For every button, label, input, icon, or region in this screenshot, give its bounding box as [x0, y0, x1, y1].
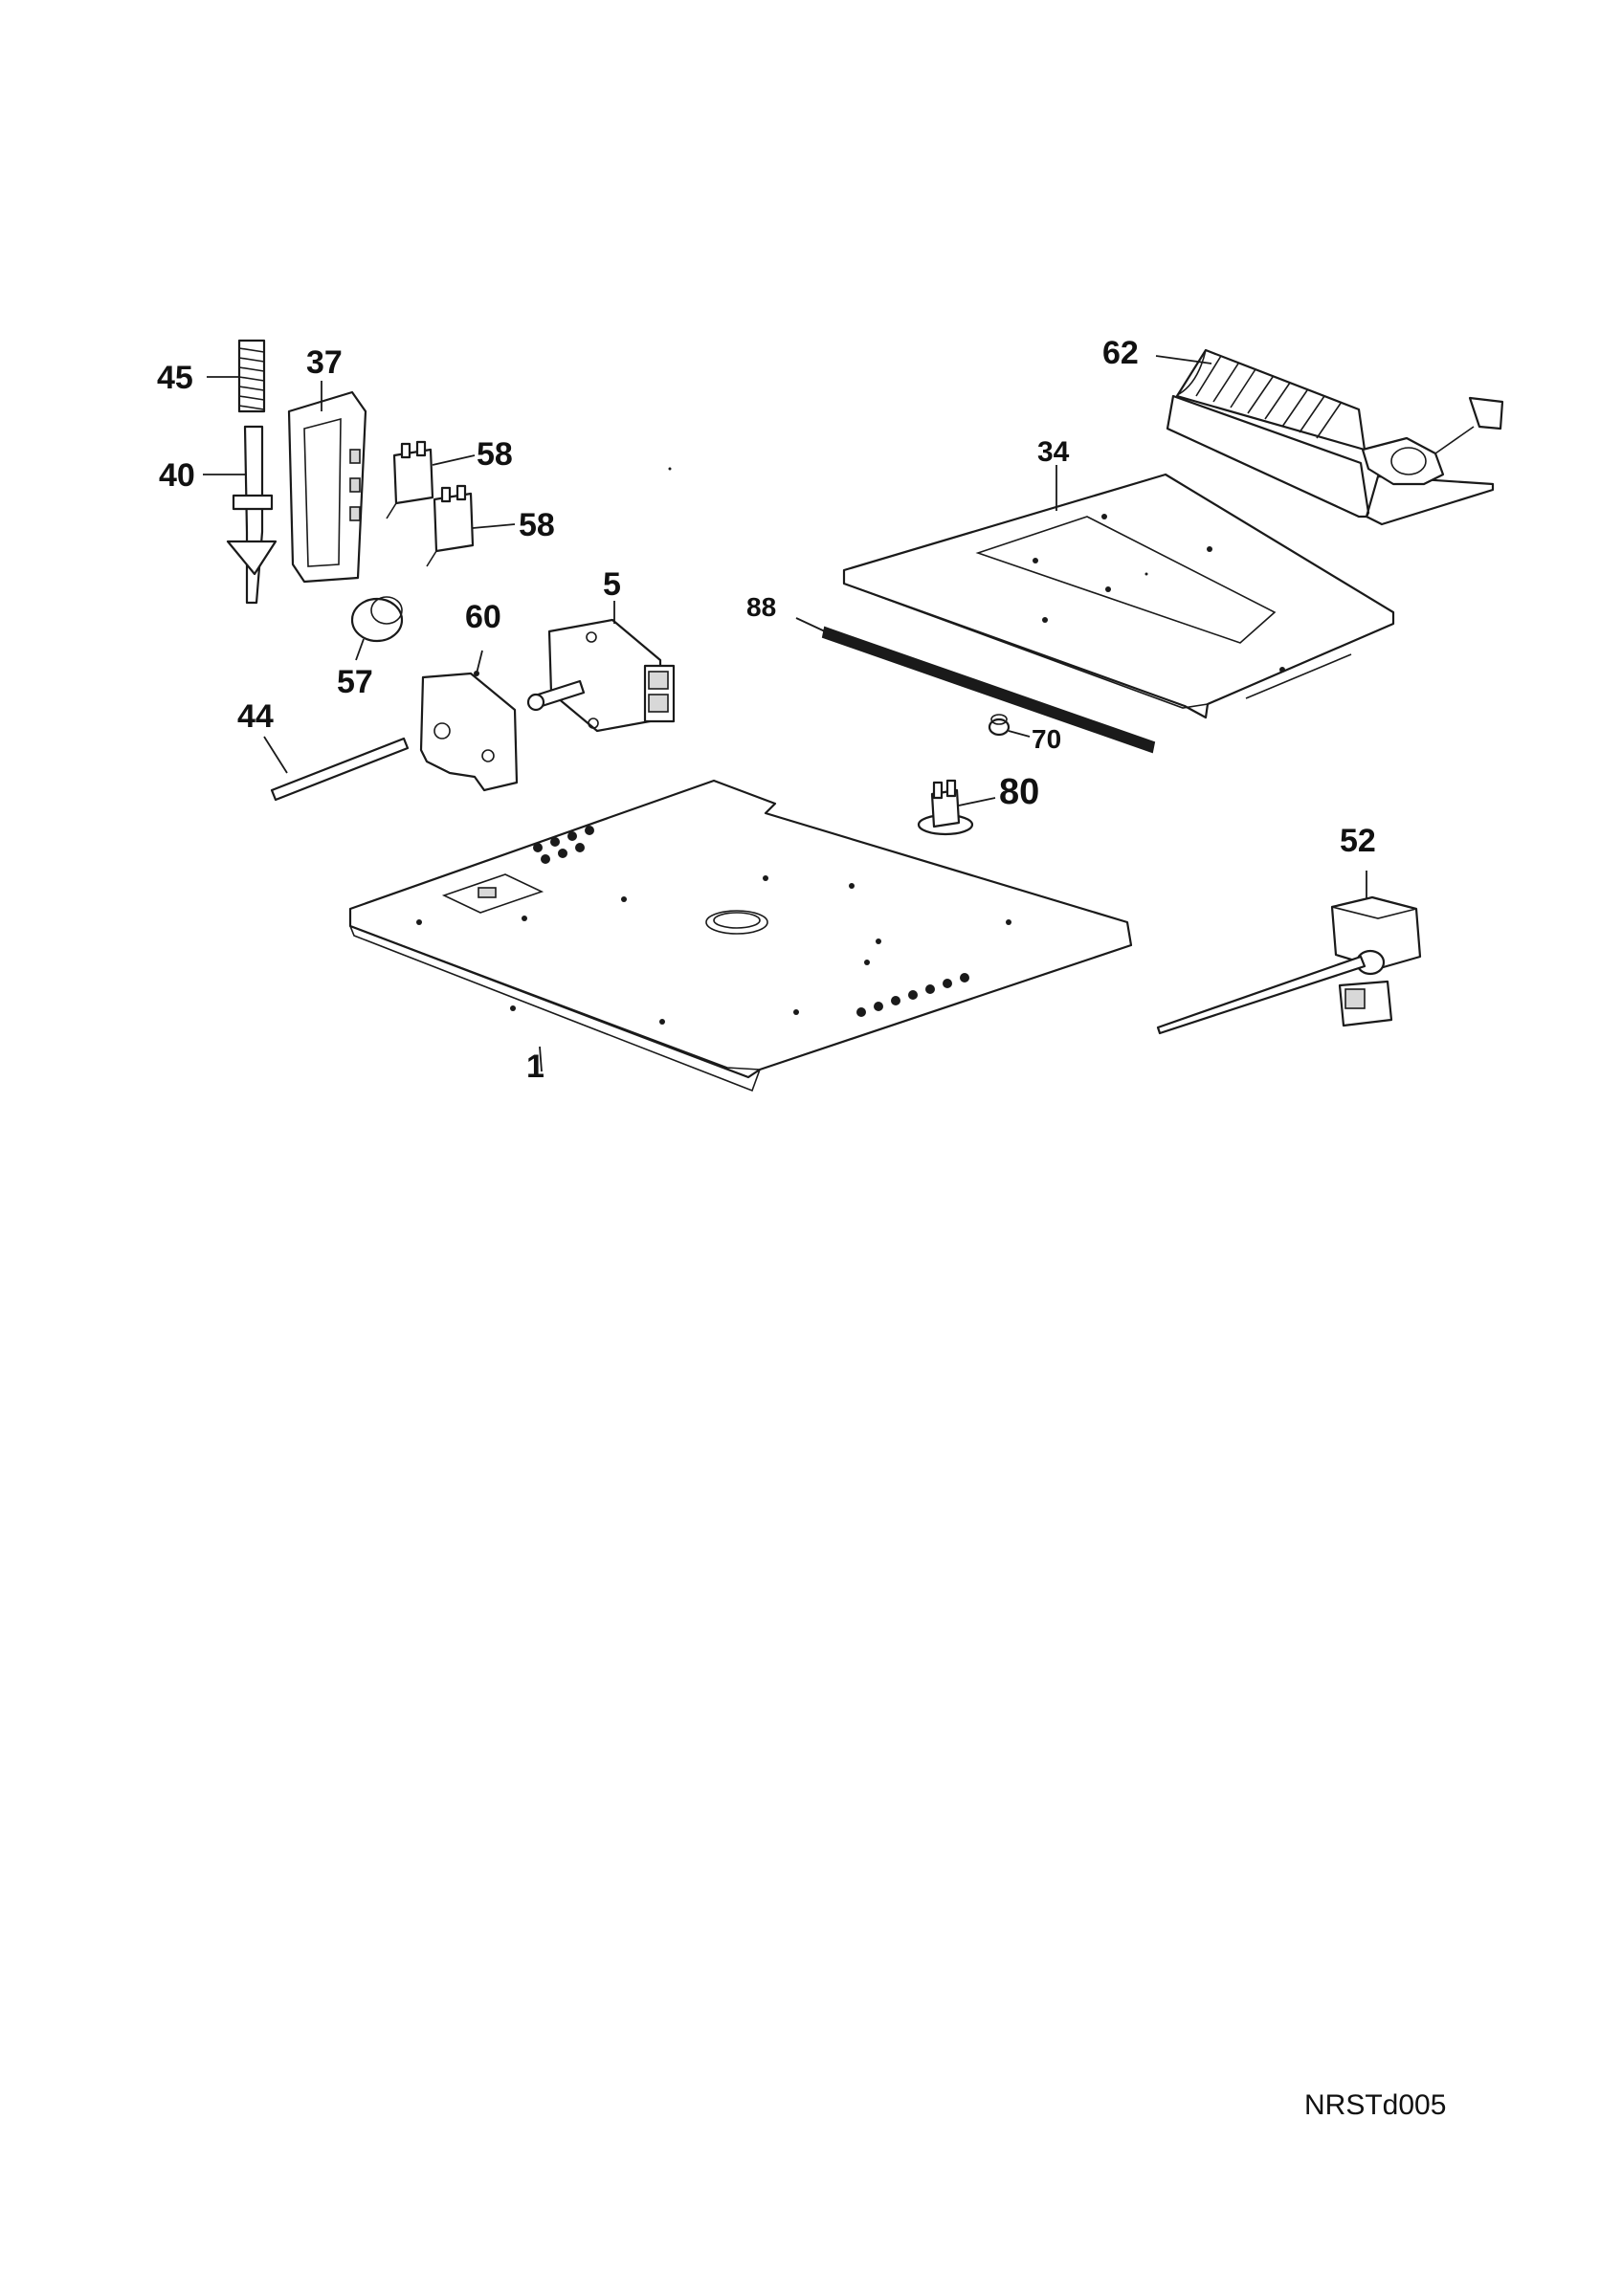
label-88: 88 [746, 592, 776, 622]
label-58-upper: 58 [477, 436, 513, 473]
label-70: 70 [1032, 724, 1061, 754]
label-40: 40 [159, 457, 195, 494]
label-62: 62 [1102, 335, 1139, 371]
part-88-gasket-strip [795, 617, 1156, 754]
part-70-grommet [988, 714, 1031, 738]
label-5: 5 [603, 566, 621, 603]
part-62-tangential-fan [1155, 348, 1504, 526]
part-40-actuator-rod [203, 425, 278, 605]
part-52-fan-motor [1156, 871, 1422, 1035]
label-44: 44 [237, 698, 274, 735]
part-5-timer-switch [526, 601, 676, 733]
drawing-reference-code: NRSTd005 [1304, 2089, 1447, 2121]
part-37-switch-holder [287, 381, 367, 584]
label-58-lower: 58 [519, 507, 555, 543]
label-57: 57 [337, 664, 373, 700]
label-52: 52 [1340, 823, 1376, 859]
label-45: 45 [157, 360, 193, 396]
label-37: 37 [306, 344, 343, 381]
stray-mark [1144, 572, 1148, 576]
part-45-spring [207, 339, 266, 413]
part-57-lamp [350, 596, 404, 661]
label-1: 1 [526, 1049, 544, 1085]
stray-mark [668, 467, 672, 471]
part-34-cover-plate [842, 465, 1395, 719]
part-1-base-plate [348, 779, 1133, 1093]
part-58-micro-switch-upper [386, 440, 476, 519]
part-80-thermostat [917, 779, 996, 836]
label-60: 60 [465, 599, 501, 635]
label-80: 80 [999, 772, 1039, 812]
part-58-micro-switch-lower [426, 484, 516, 567]
part-44-shaft [263, 736, 410, 802]
part-60-mounting-bracket [419, 650, 519, 792]
label-34: 34 [1037, 436, 1070, 468]
